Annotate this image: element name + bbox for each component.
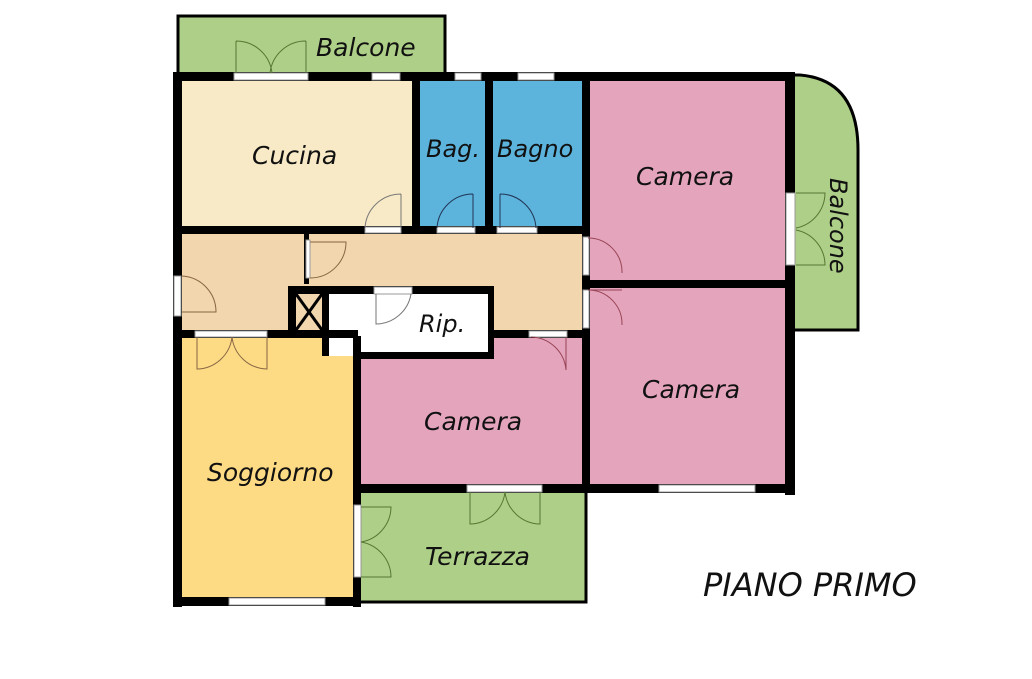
label-terrazza: Terrazza [425,542,530,571]
shaft-icon [294,293,324,331]
room-camera-ne [586,78,792,284]
windows [173,72,796,606]
room-soggiorno [180,336,358,602]
label-bag: Bag. [426,135,480,163]
label-balcone-top: Balcone [316,33,416,62]
room-bag [416,78,488,230]
label-bagno: Bagno [497,135,573,163]
room-camera-center [358,336,586,490]
room-bagno [488,78,586,230]
label-balcone-right: Balcone [824,178,852,274]
room-balcone-right [790,73,860,332]
room-camera-se [586,284,792,490]
room-cucina [180,78,416,230]
plan-title: PIANO PRIMO [703,566,917,604]
doors [305,226,590,338]
label-rip: Rip. [419,310,465,338]
label-camera-se: Camera [642,375,740,404]
label-soggiorno: Soggiorno [207,458,334,487]
label-cucina: Cucina [252,141,337,170]
room-balcone-top [176,14,447,76]
label-camera-center: Camera [424,407,522,436]
label-camera-ne: Camera [636,162,734,191]
door-swings [181,40,826,578]
